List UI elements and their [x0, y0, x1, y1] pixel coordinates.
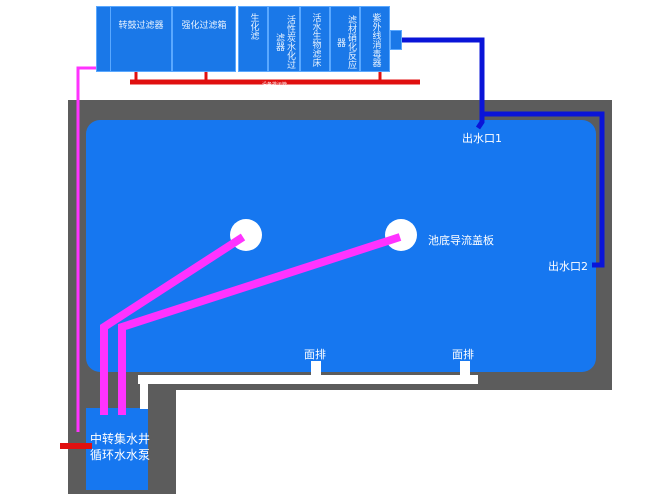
skimmer-inlet-left [311, 361, 321, 377]
sump-label-line2: 循环水水泵 [90, 448, 151, 462]
sump-label-line1: 中转集水井 [90, 432, 151, 446]
equipment-label: 滤材硝化反应器 [335, 15, 356, 69]
equipment-label: 转鼓过滤器 [118, 21, 164, 31]
equipment-drum-filter: 转鼓过滤器 [110, 6, 172, 72]
equipment-label: 紫外线消毒器 [370, 13, 381, 67]
bottom-drain-right [385, 219, 417, 251]
equipment-label: 强化过滤箱 [181, 21, 227, 31]
skimmer-left-label: 面排 [304, 348, 326, 361]
sump-water [86, 408, 148, 490]
outlet-1-label: 出水口1 [462, 132, 502, 145]
equipment-bio-bed: 活水生物滤床 [300, 6, 330, 72]
suction-pipe-left [100, 233, 246, 415]
skimmer-channel-drop [140, 375, 148, 409]
equipment-label: 活水生物滤床 [310, 13, 321, 67]
equipment-outlet-connector [390, 30, 402, 50]
equipment-label: 生化滤 [248, 13, 259, 40]
skimmer-right-label: 面排 [452, 348, 474, 361]
suction-pipe-right [118, 233, 402, 415]
skimmer-inlet-right [460, 361, 470, 377]
sump-to-filter-pipe [76, 66, 96, 432]
bottom-cover-label: 池底导流盖板 [428, 234, 494, 247]
return-pipe-1 [398, 37, 485, 130]
return-pipe-connector [482, 111, 605, 268]
equipment-uv-sterilizer: 紫外线消毒器 [360, 6, 390, 72]
outlet-2-label: 出水口2 [548, 260, 588, 273]
skimmer-channel [138, 375, 478, 384]
equipment-biofilter: 生化滤 [238, 6, 268, 72]
equipment-label: 活性炭水化过滤器 [274, 15, 295, 69]
pool-water [86, 120, 596, 372]
equipment-nitrifier: 滤材硝化反应器 [330, 6, 360, 72]
equipment-carbon: 活性炭水化过滤器 [268, 6, 300, 72]
equipment-enhanced-filter: 强化过滤箱 [172, 6, 236, 72]
equipment-drain-label: 设备排污管 [262, 82, 288, 88]
